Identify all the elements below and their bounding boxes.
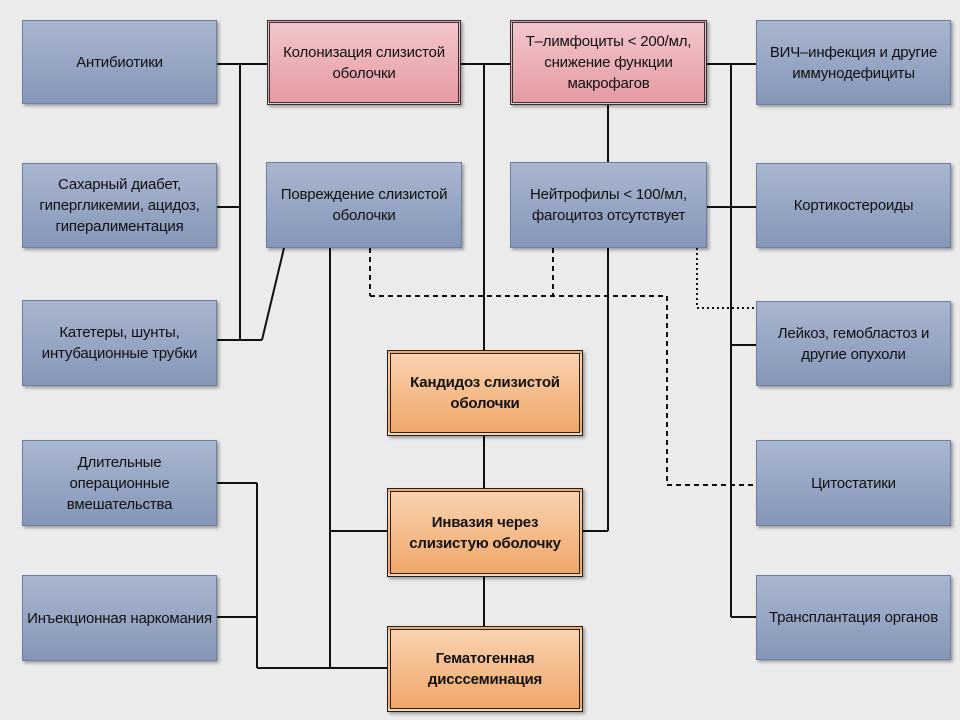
- candidiasis-box: Кандидоз слизистой оболочки: [387, 350, 583, 436]
- hiv-box: ВИЧ–инфекция и другие иммунодефициты: [756, 20, 951, 105]
- transplant-label: Трансплантация органов: [769, 609, 938, 626]
- antibiotics-box: Антибиотики: [22, 20, 217, 104]
- surgery-label: Длительные операционные вмешательства: [66, 453, 173, 513]
- catheters-box: Катетеры, шунты, интубационные трубки: [22, 300, 217, 386]
- leukemia-label: Лейкоз, гемобластоз и другие опухоли: [777, 324, 930, 363]
- hiv-label: ВИЧ–инфекция и другие иммунодефициты: [769, 43, 938, 82]
- transplant-box: Трансплантация органов: [756, 575, 951, 660]
- neutrophils-label: Нейтрофилы < 100/мл, фагоцитоз отсутству…: [530, 186, 687, 224]
- cytostatics-box: Цитостатики: [756, 440, 951, 526]
- drug-use-box: Инъекционная наркомания: [22, 575, 217, 661]
- invasion-box: Инвазия через слизистую оболочку: [387, 488, 583, 577]
- mucosa-damage-label: Повреждение слизистой оболочки: [280, 186, 448, 224]
- neutrophils-box: Нейтрофилы < 100/мл, фагоцитоз отсутству…: [510, 162, 707, 248]
- t-cells-label: Т–лимфоциты < 200/мл, снижение функции м…: [525, 33, 692, 92]
- corticosteroids-label: Кортикостероиды: [793, 197, 914, 214]
- dissemination-box: Гематогенная дисссеминация: [387, 626, 583, 712]
- diabetes-label: Сахарный диабет, гипергликемии, ацидоз, …: [39, 176, 200, 235]
- cytostatics-label: Цитостатики: [811, 474, 896, 492]
- mucosa-damage-box: Повреждение слизистой оболочки: [266, 162, 462, 248]
- leukemia-box: Лейкоз, гемобластоз и другие опухоли: [756, 301, 951, 386]
- colonization-box: Колонизация слизистой оболочки: [267, 20, 461, 105]
- invasion-label: Инвазия через слизистую оболочку: [409, 513, 561, 552]
- antibiotics-label: Антибиотики: [76, 53, 163, 71]
- corticosteroids-box: Кортикостероиды: [756, 163, 951, 248]
- catheters-label: Катетеры, шунты, интубационные трубки: [41, 324, 198, 362]
- colonization-label: Колонизация слизистой оболочки: [283, 43, 445, 82]
- drug-use-label: Инъекционная наркомания: [27, 609, 212, 627]
- surgery-box: Длительные операционные вмешательства: [22, 440, 217, 526]
- t-cells-box: Т–лимфоциты < 200/мл, снижение функции м…: [510, 20, 707, 105]
- diabetes-box: Сахарный диабет, гипергликемии, ацидоз, …: [22, 163, 217, 248]
- candidiasis-label: Кандидоз слизистой оболочки: [410, 374, 560, 412]
- dissemination-label: Гематогенная дисссеминация: [427, 650, 543, 688]
